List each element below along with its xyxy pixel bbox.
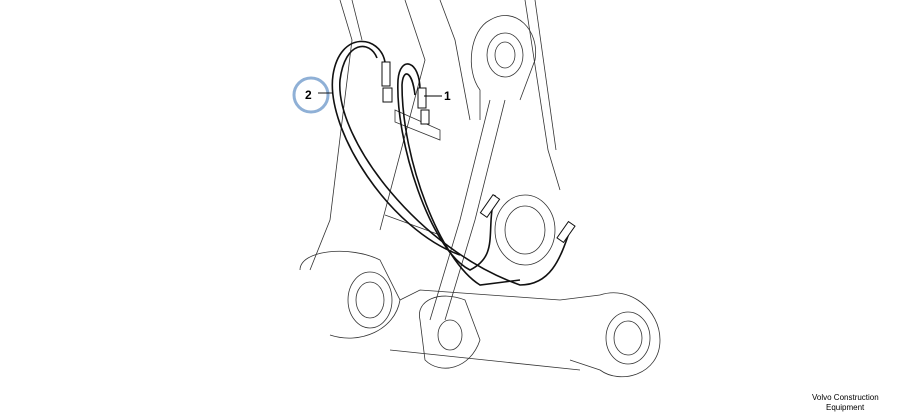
callout-1-label: 1 [444, 89, 451, 103]
boom-structure [299, 0, 661, 378]
callout-2-label: 2 [305, 88, 312, 102]
callout-2: 2 [292, 76, 333, 114]
hose-fittings [381, 61, 576, 244]
brand-line2: Equipment [826, 403, 865, 412]
highlight-circle [292, 76, 330, 114]
brand-line1: Volvo Construction [812, 393, 879, 402]
hoses [331, 40, 571, 286]
callout-1: 1 [424, 89, 451, 103]
